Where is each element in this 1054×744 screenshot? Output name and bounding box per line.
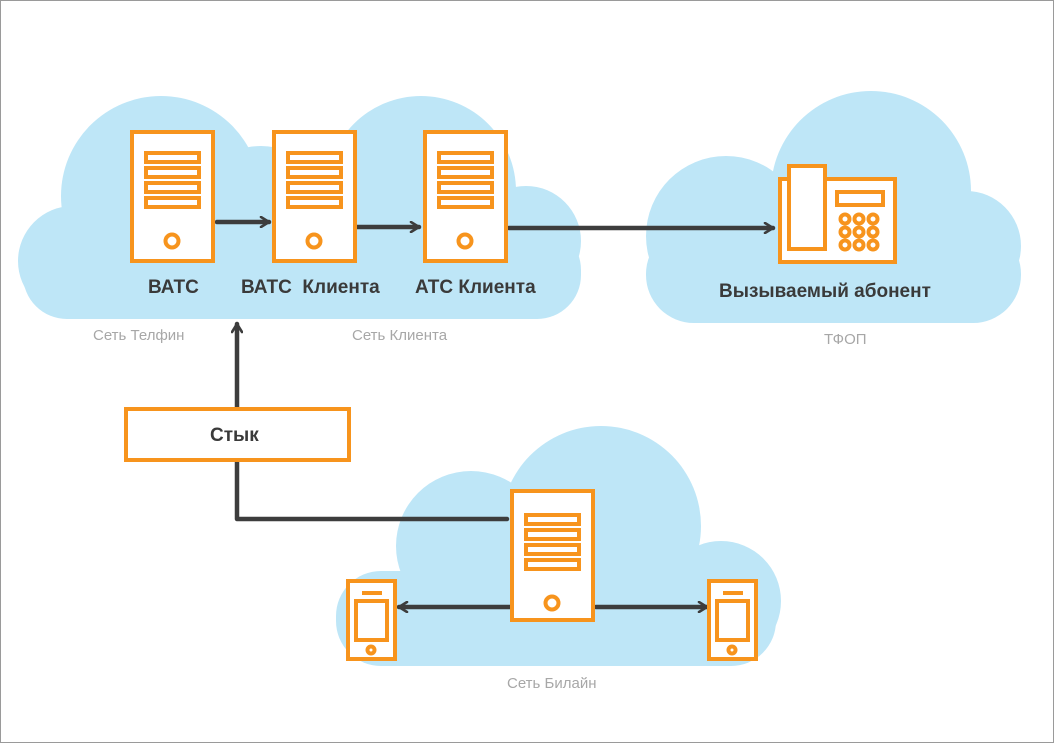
server-vats-client-icon: [272, 130, 357, 263]
desk-phone-icon: [778, 164, 897, 264]
server-vats-icon: [130, 130, 215, 263]
mobile-phone-right-icon: [707, 579, 758, 661]
junction-box: [124, 407, 351, 462]
server-ats-client-icon: [423, 130, 508, 263]
label-vats-client: ВАТС Клиента: [241, 277, 380, 298]
line-beeline-to-junction: [234, 459, 510, 522]
network-label-telfin: Сеть Телфин: [93, 327, 185, 344]
network-label-pstn: ТФОП: [824, 331, 867, 348]
label-vats: ВАТС: [148, 277, 199, 298]
mobile-phone-left-icon: [346, 579, 397, 661]
server-beeline-icon: [510, 489, 595, 622]
label-called-subscriber: Вызываемый абонент: [719, 281, 931, 302]
network-label-client: Сеть Клиента: [352, 327, 448, 344]
connections: [214, 222, 776, 607]
label-junction: Стык: [210, 425, 259, 446]
label-ats-client: АТС Клиента: [415, 277, 536, 298]
network-label-beeline: Сеть Билайн: [507, 675, 597, 692]
